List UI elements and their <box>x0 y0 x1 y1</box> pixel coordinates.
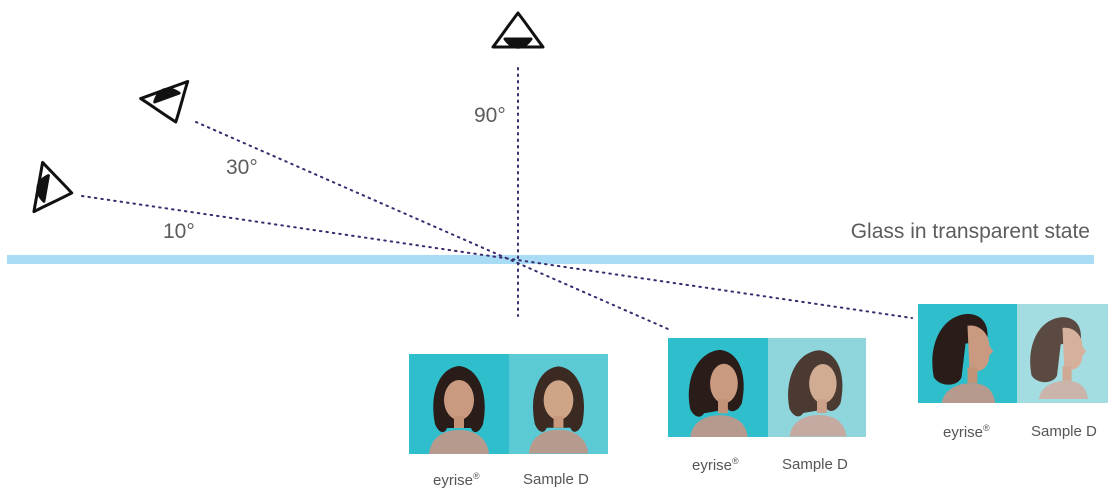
sightline-30 <box>195 121 669 330</box>
eye-icon <box>32 160 74 214</box>
caption-text: eyrise <box>433 472 474 489</box>
caption-sample-30: Sample D <box>782 456 848 473</box>
glass-label: Glass in transparent state <box>850 220 1090 243</box>
caption-eyrise-10: eyrise® <box>943 423 990 441</box>
caption-text: eyrise <box>943 424 984 441</box>
caption-eyrise-90: eyrise® <box>433 471 480 489</box>
caption-text: eyrise <box>692 457 733 474</box>
caption-sample-90: Sample D <box>523 471 589 488</box>
registered-mark: ® <box>983 423 990 433</box>
eye-icon <box>139 79 190 124</box>
photo-eyrise-10 <box>918 304 1017 403</box>
registered-mark: ® <box>473 471 480 481</box>
angle-label-30: 30° <box>226 156 258 179</box>
caption-eyrise-30: eyrise® <box>692 456 739 474</box>
photo-sample-30 <box>768 338 866 437</box>
photo-eyrise-30 <box>668 338 768 437</box>
angle-label-10: 10° <box>163 220 195 243</box>
glass-pane <box>7 255 1094 264</box>
registered-mark: ® <box>732 456 739 466</box>
photo-eyrise-90 <box>409 354 509 454</box>
angle-label-90: 90° <box>474 104 506 127</box>
photo-sample-90 <box>509 354 608 454</box>
caption-sample-10: Sample D <box>1031 423 1097 440</box>
eye-icon <box>491 11 545 49</box>
photo-sample-10 <box>1017 304 1108 403</box>
